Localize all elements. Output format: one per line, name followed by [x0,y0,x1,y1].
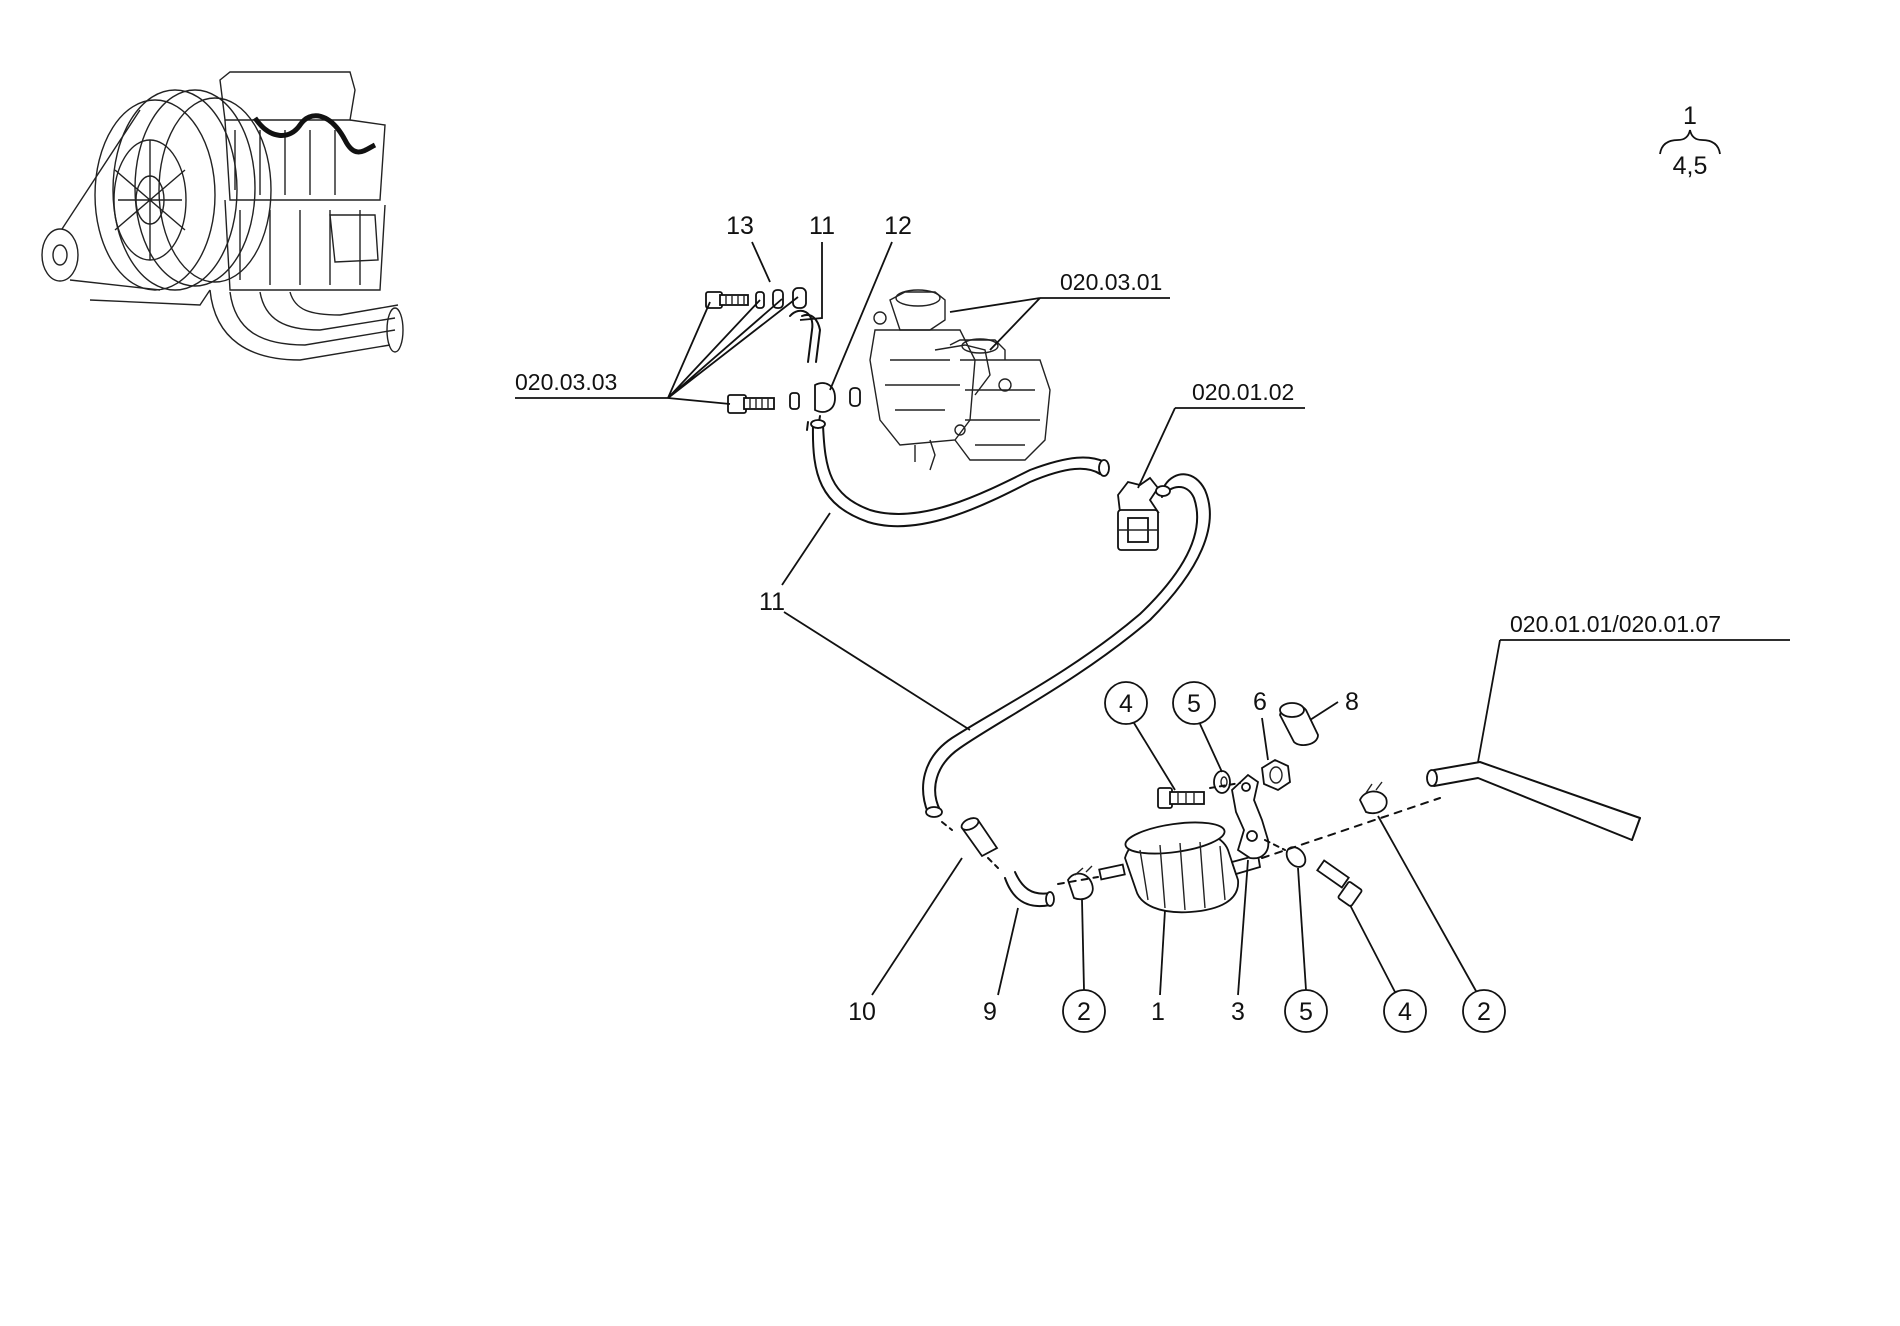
callout-2-right: 2 [1377,815,1506,1033]
callout-8-label: 8 [1345,688,1359,716]
engine-thumbnail [41,71,404,361]
nut [1261,758,1291,792]
reference-020-01-01-07: 020.01.01/020.01.07 [1477,611,1790,763]
reference-020-03-03: 020.03.03 [515,296,799,405]
callout-10: 10 [848,857,963,1026]
callout-9-label: 9 [983,998,997,1026]
bolt-lower [1264,839,1363,907]
callout-2-right-label: 2 [1477,998,1491,1026]
reference-020-03-01: 020.03.01 [949,269,1170,351]
callout-5-bottom: 5 [1284,867,1328,1033]
callout-11-mid-label: 11 [759,588,785,616]
reference-label-020-01-02: 020.01.02 [1192,379,1294,405]
callout-4-top: 4 [1104,681,1176,791]
callout-11-top-label: 11 [809,212,835,240]
callout-6: 6 [1253,688,1269,761]
callout-11-top: 11 [799,212,835,321]
callout-2-left-label: 2 [1077,998,1091,1026]
fuel-pump [1117,476,1160,551]
hose-elbow [987,857,1055,908]
callout-6-label: 6 [1253,688,1267,716]
banjo-bolt-lower [727,382,861,414]
callout-10-label: 10 [848,998,876,1026]
mounting-bracket [1231,773,1270,860]
assembly-axis [1261,797,1441,859]
callout-3-label: 3 [1231,998,1245,1026]
callout-3: 3 [1231,859,1249,1026]
upper-fittings [705,287,861,431]
callout-5-top-label: 5 [1187,690,1201,718]
callout-8: 8 [1309,688,1359,721]
callout-12-label: 12 [884,212,912,240]
bolt-upper [1157,782,1241,809]
fuel-hose-main [922,473,1211,818]
callout-4-bottom: 4 [1349,904,1427,1033]
washer-upper [1213,770,1231,794]
callout-5-bottom-label: 5 [1299,998,1313,1026]
fuel-hose-long [810,419,1110,528]
callout-13-label: 13 [726,212,754,240]
hose-connector [941,817,999,858]
callout-5-top: 5 [1172,681,1223,773]
tank-feed-line [1426,761,1641,841]
spacer-sleeve [1279,702,1319,746]
assembly-legend: 1 4,5 [1659,102,1721,180]
banjo-bolt-upper [705,287,807,309]
callout-1-label: 1 [1151,998,1165,1026]
carburettor-assembly [869,289,1051,471]
callout-13: 13 [726,212,771,283]
callout-9: 9 [983,907,1019,1026]
reference-020-01-02: 020.01.02 [1137,379,1305,489]
fuel-filter [1057,821,1262,914]
hose-clip-left [1067,865,1094,901]
hose-clip-right [1359,781,1388,815]
reference-label-020-03-01: 020.03.01 [1060,269,1162,295]
washer-lower [1285,846,1307,868]
callout-12: 12 [829,212,912,391]
reference-label-020-01-01-07: 020.01.01/020.01.07 [1510,611,1721,637]
callout-2-left: 2 [1062,899,1106,1033]
legend-bottom-numbers: 4,5 [1673,152,1708,180]
callout-1: 1 [1151,909,1166,1026]
callout-4-bottom-label: 4 [1398,998,1412,1026]
callout-4-top-label: 4 [1119,690,1133,718]
callout-11-mid: 11 [759,512,971,731]
legend-top-number: 1 [1683,102,1697,130]
reference-label-020-03-03: 020.03.03 [515,369,617,395]
